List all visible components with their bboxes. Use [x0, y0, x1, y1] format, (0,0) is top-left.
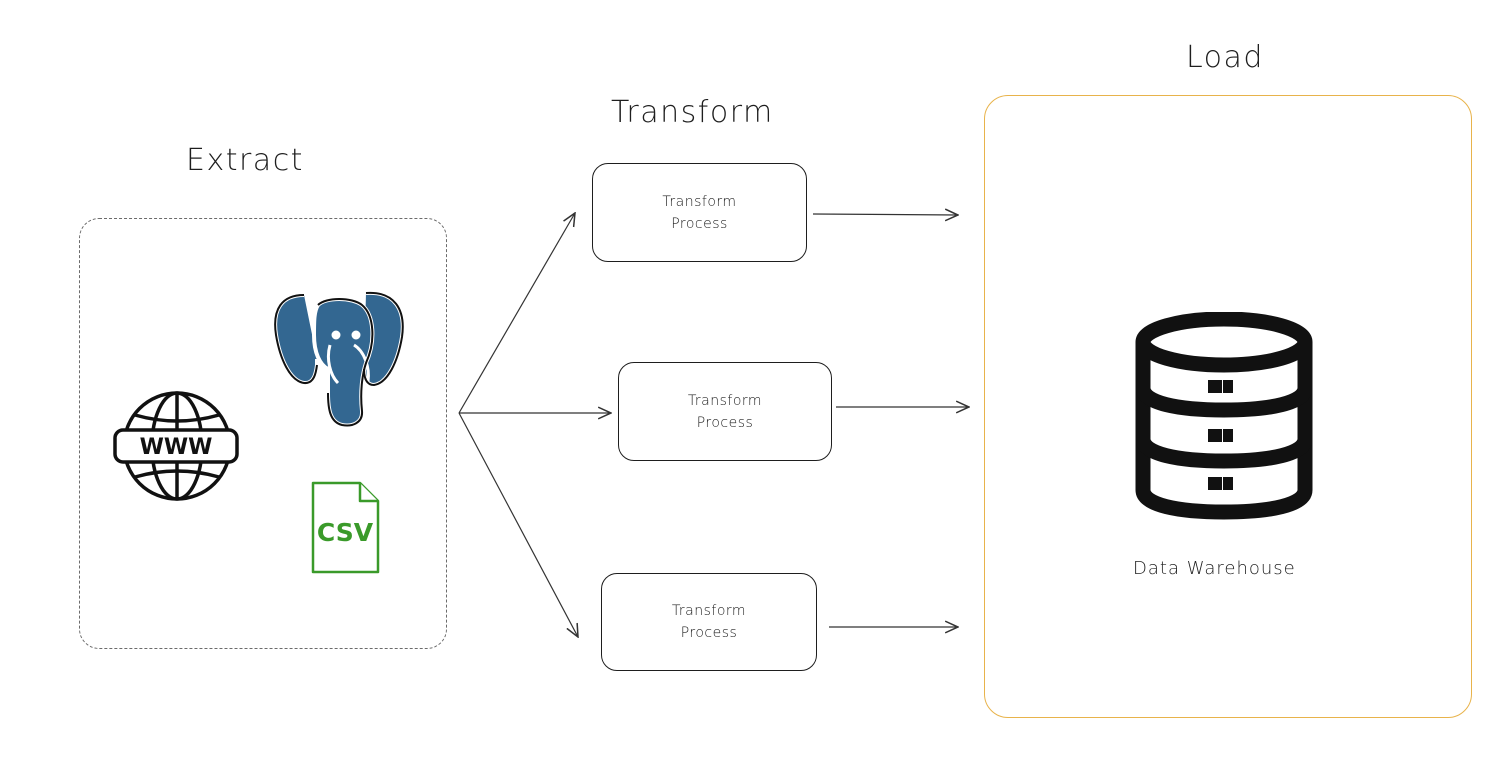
transform-process-1: Transform Process [592, 163, 807, 262]
csv-file-icon: CSV [311, 481, 380, 574]
arrow-extract-to-process-3 [458, 412, 578, 637]
process-1-line1: Transform [662, 193, 737, 210]
process-3-line1: Transform [671, 603, 747, 619]
transform-process-2: Transform Process [618, 362, 832, 461]
process-3-line2: Process [680, 625, 738, 641]
transform-process-3: Transform Process [601, 573, 817, 671]
arrow-process-1-to-load [812, 214, 958, 215]
csv-text: CSV [317, 518, 374, 547]
load-container [984, 95, 1472, 718]
extract-sources-container [79, 218, 447, 649]
process-2-line1: Transform [687, 392, 763, 409]
extract-heading: Extract [186, 143, 304, 178]
process-2-line2: Process [696, 414, 754, 431]
database-server-icon [1135, 312, 1313, 520]
load-heading: Load [1186, 40, 1264, 75]
transform-heading: Transform [611, 95, 774, 130]
www-text: WWW [140, 435, 213, 460]
data-warehouse-label: Data Warehouse [1133, 558, 1296, 579]
arrow-extract-to-process-1 [458, 213, 575, 414]
process-1-line2: Process [671, 215, 728, 232]
postgresql-elephant-icon [273, 290, 405, 428]
globe-www-icon: WWW [113, 391, 239, 501]
